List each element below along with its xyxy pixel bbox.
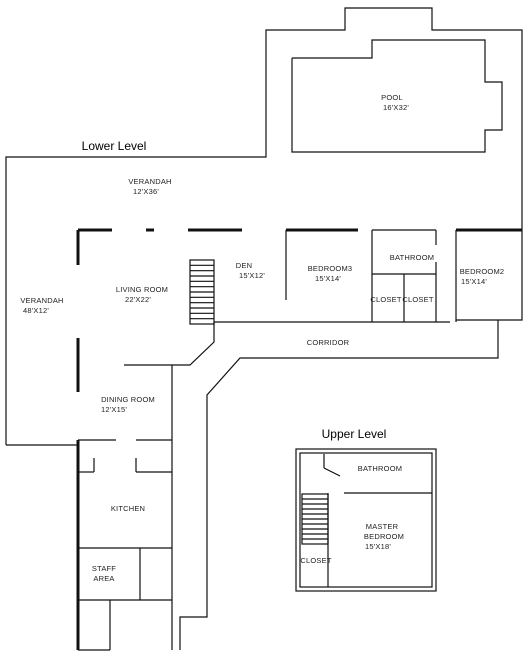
pool-label: POOL <box>381 93 403 102</box>
den-label: DEN <box>236 261 252 270</box>
pool-size: 16'X32' <box>383 103 409 112</box>
bathroom-lower-label: BATHROOM <box>390 253 434 262</box>
dining-room-size: 12'X15' <box>101 405 127 414</box>
kitchen-label: KITCHEN <box>111 504 145 513</box>
upper-level-heading: Upper Level <box>322 427 387 441</box>
staff-area-label: STAFF <box>92 564 116 573</box>
stairs-lower <box>189 259 215 325</box>
dining-room-label: DINING ROOM <box>101 395 155 404</box>
lower-level-outline <box>5 7 523 650</box>
den-size: 15'X12' <box>239 271 265 280</box>
closet-b-label: CLOSET <box>402 295 433 304</box>
closet-upper-label: CLOSET <box>300 556 331 565</box>
living-room-size: 22'X22' <box>125 295 151 304</box>
verandah-top-label: VERANDAH <box>128 177 171 186</box>
bedroom3-label: BEDROOM3 <box>308 264 353 273</box>
closet-a-label: CLOSET <box>370 295 401 304</box>
verandah-left-size: 48'X12' <box>23 306 49 315</box>
interior-walls <box>76 228 522 651</box>
staff-area-label-2: AREA <box>93 574 114 583</box>
bedroom2-label: BEDROOM2 <box>460 267 505 276</box>
master-bedroom-label: MASTER <box>366 522 399 531</box>
bedroom2-size: 15'X14' <box>461 277 487 286</box>
bedroom3-size: 15'X14' <box>315 274 341 283</box>
living-room-label: LIVING ROOM <box>116 285 168 294</box>
verandah-top-size: 12'X36' <box>133 187 159 196</box>
pool <box>291 39 503 153</box>
master-bedroom-label-2: BEDROOM <box>364 532 404 541</box>
master-bedroom-size: 15'X18' <box>365 542 391 551</box>
verandah-left-label: VERANDAH <box>20 296 63 305</box>
upper-level-outline <box>295 448 437 592</box>
lower-level-heading: Lower Level <box>82 139 147 153</box>
corridor-label: CORRIDOR <box>307 338 350 347</box>
bathroom-upper-label: BATHROOM <box>358 464 402 473</box>
